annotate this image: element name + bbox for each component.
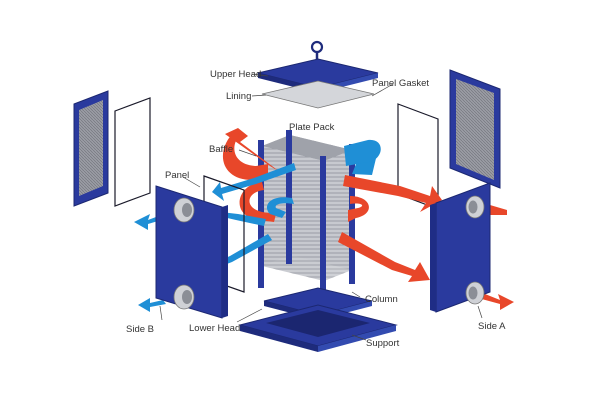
label-panel: Panel [165,170,189,181]
leader-lines [159,73,483,341]
label-plate-pack: Plate Pack [289,122,335,133]
side-b-back-gasket [114,97,151,207]
label-baffle: Baffle [209,144,233,155]
side-a-lower-nozzle [465,281,485,305]
hot-flow-arrows [222,128,514,310]
lining [261,80,375,109]
label-upper-head: Upper Head [210,69,261,80]
support [238,304,398,352]
side-b-front-panel [155,185,228,319]
side-a-upper-nozzle [465,195,485,219]
label-side-b: Side B [126,324,154,335]
label-lining: Lining [226,91,251,102]
labels: Upper Head Lining Panel Gasket Plate Pac… [126,69,506,349]
label-side-a: Side A [478,321,506,332]
label-panel-gasket: Panel Gasket [372,78,429,89]
side-b-upper-nozzle [173,197,195,223]
side-a-back-panel [449,69,501,189]
side-b-back-panel [73,90,109,207]
side-a-front-panel [430,182,491,313]
lifting-eye [310,40,324,54]
label-column: Column [365,294,398,305]
label-lower-head: Lower Head [189,323,240,334]
label-support: Support [366,338,400,349]
side-b-lower-nozzle [173,284,195,310]
